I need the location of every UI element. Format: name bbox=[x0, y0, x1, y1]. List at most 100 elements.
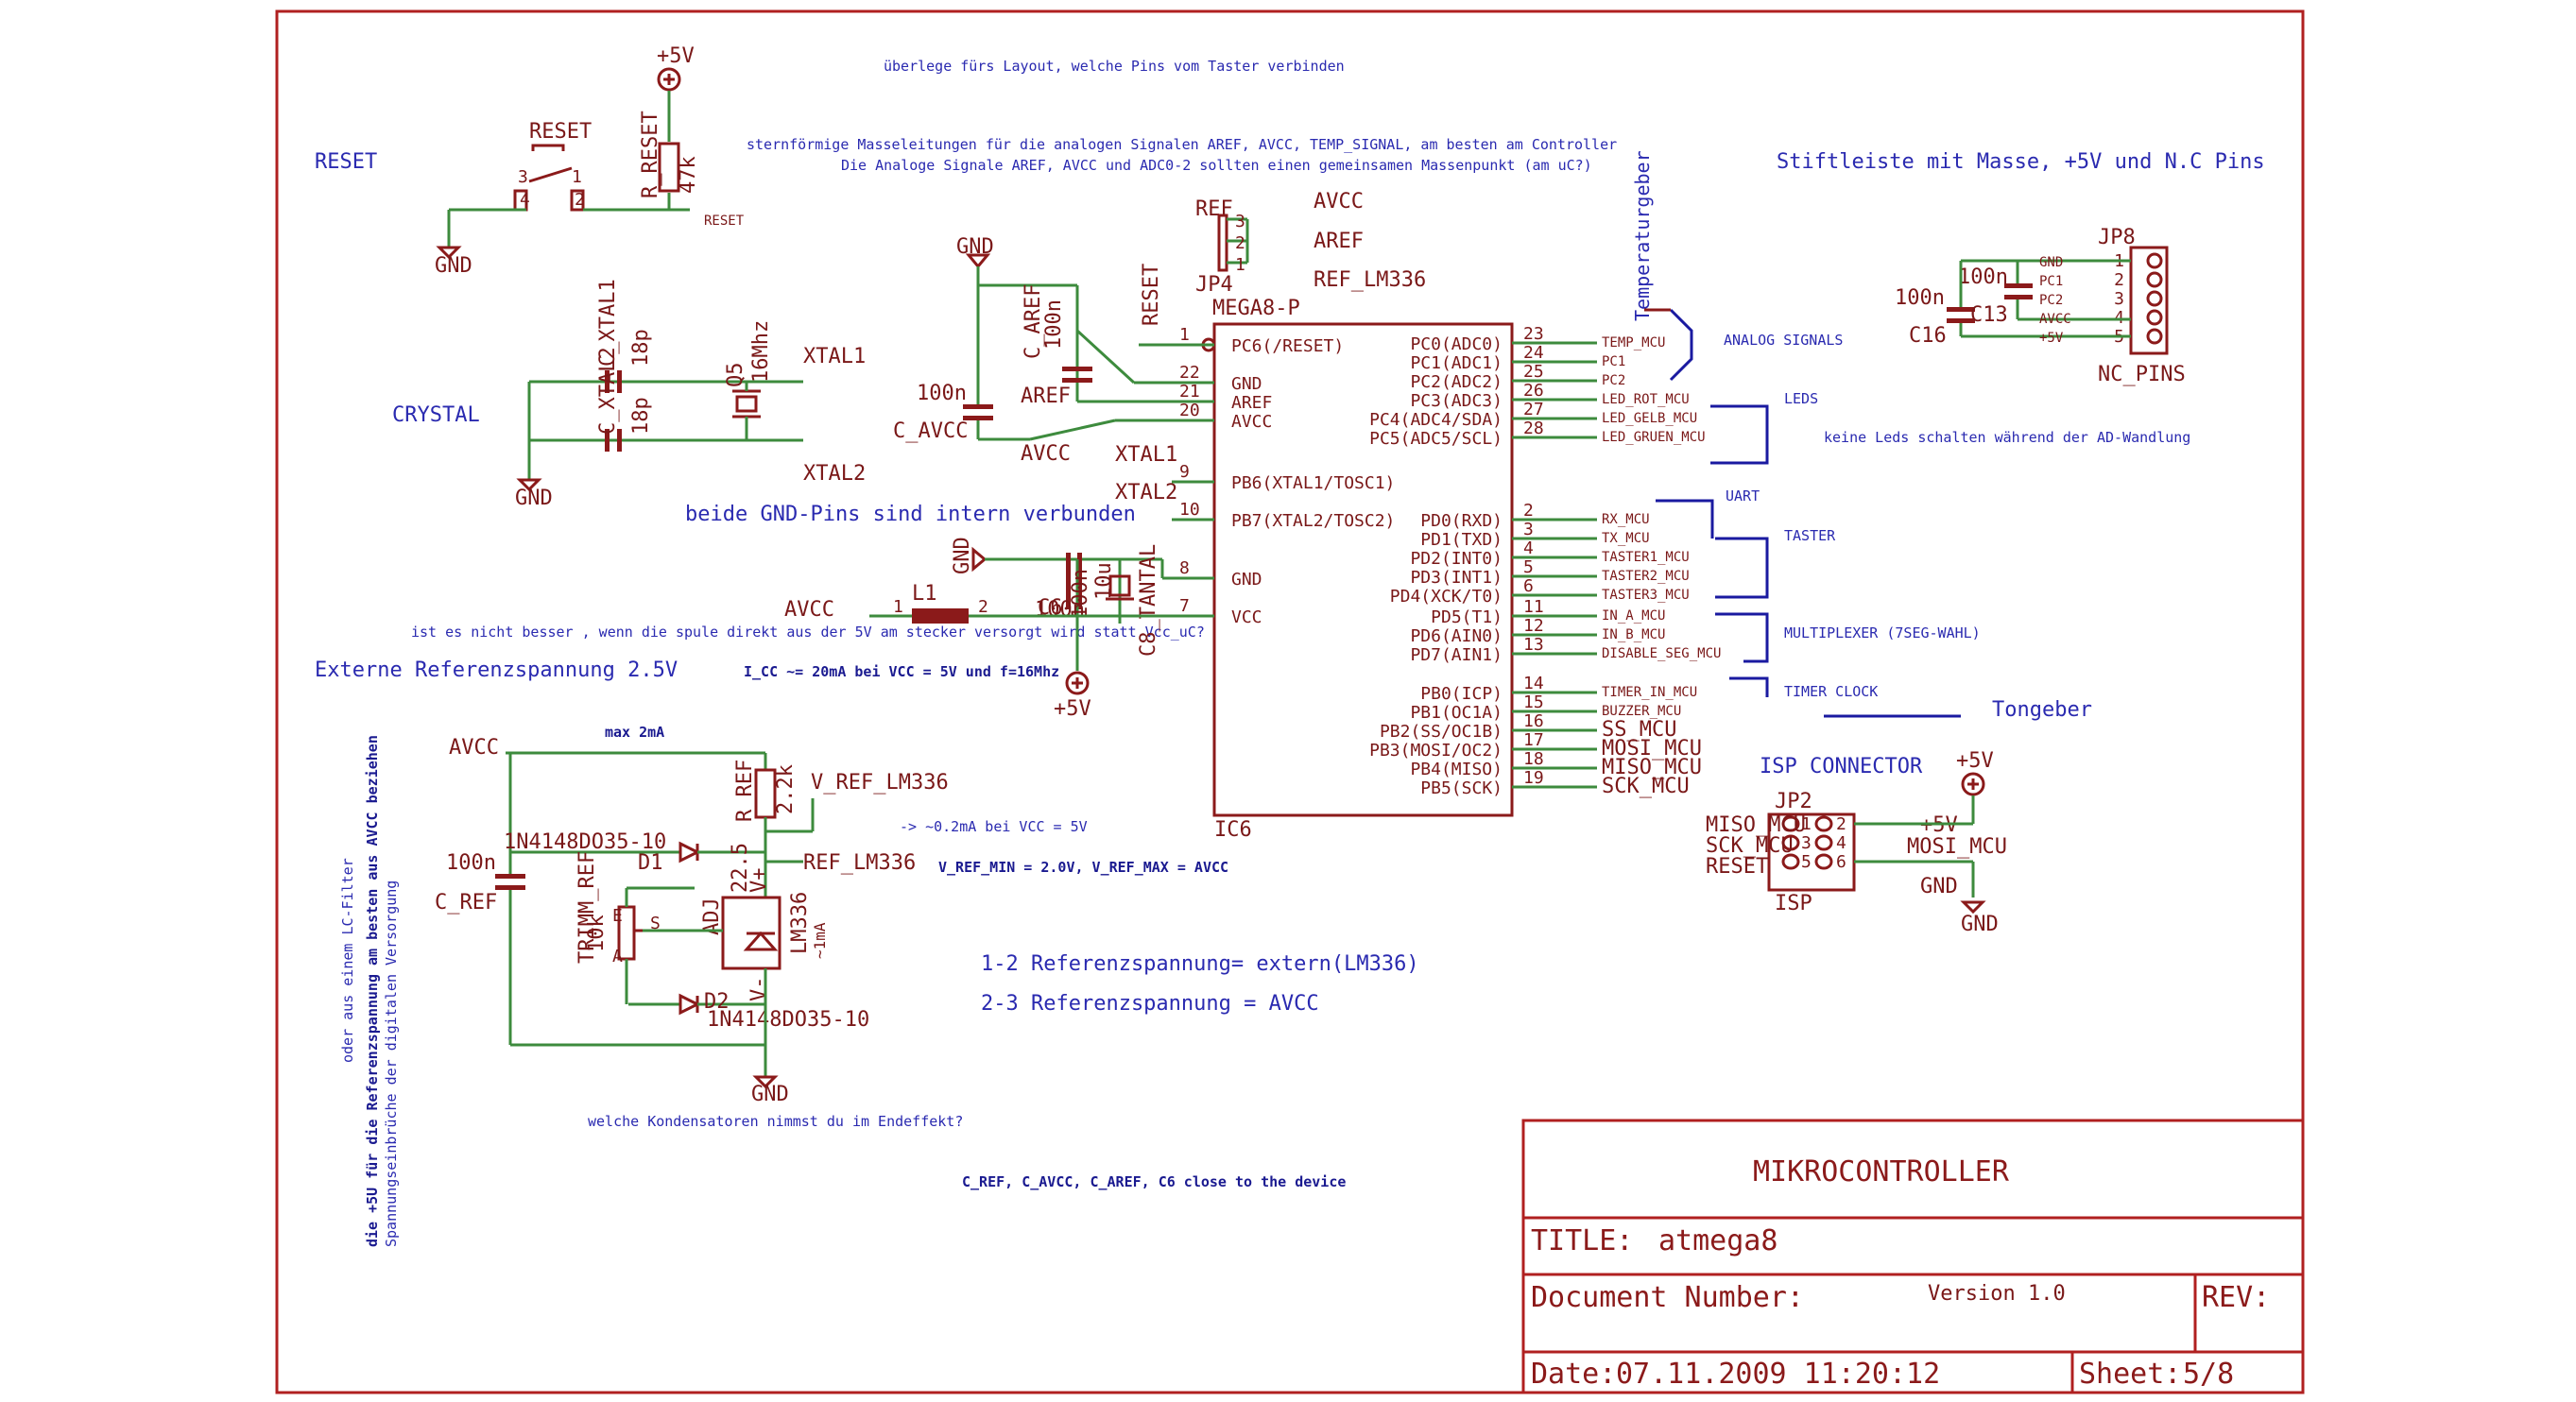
mega8-chip: MEGA8-P IC6 1PC6(/RESET)22GND21AREF20AVC… bbox=[1172, 297, 1721, 842]
chip-net-label: SCK_MCU bbox=[1602, 775, 1690, 798]
chip-pin-number: 28 bbox=[1523, 419, 1544, 438]
header-pin bbox=[2146, 328, 2163, 345]
chip-pin-name: PC6(/RESET) bbox=[1231, 336, 1344, 356]
c-xtal1-label: C_XTAL1 bbox=[596, 279, 620, 367]
vcc-gnd-label: GND bbox=[951, 537, 974, 574]
date-value: 07.11.2009 11:20:12 bbox=[1616, 1358, 1940, 1391]
chip-pin-name: PB1(OC1A) bbox=[1410, 703, 1503, 723]
r-ref-label: R_REF bbox=[733, 760, 757, 822]
isp-pin-number: 4 bbox=[1836, 833, 1846, 853]
isp-miso: MISO_MCU bbox=[1706, 813, 1806, 837]
note-ref12: 1-2 Referenzspannung= extern(LM336) bbox=[981, 952, 1419, 976]
chip-pin-number: 17 bbox=[1523, 730, 1544, 750]
chip-net-label: DISABLE_SEG_MCU bbox=[1602, 646, 1721, 661]
reset-switch-label: RESET bbox=[529, 120, 592, 144]
chip-pin-name: PB4(MISO) bbox=[1410, 760, 1503, 779]
v-ref-lm336-net: V_REF_LM336 bbox=[811, 771, 949, 795]
label-temperaturgeber: Temperaturgeber bbox=[1631, 150, 1654, 321]
chip-pin-name: AVCC bbox=[1231, 412, 1272, 432]
isp-pin-number: 6 bbox=[1836, 852, 1846, 872]
chip-net-label: TIMER_IN_MCU bbox=[1602, 685, 1697, 700]
chip-pin-name: PC1(ADC1) bbox=[1410, 353, 1503, 373]
lm336-225: 22.5 bbox=[729, 843, 752, 893]
isp-pin bbox=[1781, 815, 1800, 832]
chip-pin-number: 20 bbox=[1179, 401, 1200, 420]
chip-net-label: TASTER2_MCU bbox=[1602, 569, 1690, 584]
analog-decoupling: GND C_AREF 100n AREF 100n C_AVCC AVCC RE… bbox=[893, 235, 1210, 466]
chip-pin-number: 27 bbox=[1523, 400, 1544, 419]
q5-label: Q5 bbox=[724, 363, 747, 388]
jp4-ref-lm336: REF_LM336 bbox=[1314, 268, 1426, 292]
aref-net: AREF bbox=[1021, 385, 1071, 408]
chip-net-label: TEMP_MCU bbox=[1602, 335, 1665, 350]
chip-pin-name: GND bbox=[1231, 570, 1262, 590]
bus-uart: UART bbox=[1726, 487, 1760, 504]
c6-value: 100n bbox=[1069, 569, 1092, 619]
header-pin-number: 2 bbox=[2114, 270, 2124, 290]
title-value: atmega8 bbox=[1658, 1224, 1777, 1257]
svg-text:1: 1 bbox=[893, 597, 903, 617]
header-pin-number: 3 bbox=[2114, 289, 2124, 309]
svg-text:1: 1 bbox=[1235, 255, 1245, 275]
hdr-avcc: AVCC bbox=[2039, 312, 2071, 327]
jp4-label: JP4 bbox=[1195, 273, 1233, 297]
chip-net-label: IN_A_MCU bbox=[1602, 608, 1665, 624]
doc-number-label: Document Number: bbox=[1531, 1281, 1804, 1314]
note-vertical-3: Spannungseinbrüche der digitalen Versorg… bbox=[383, 881, 400, 1247]
chip-pin-name: PC0(ADC0) bbox=[1410, 334, 1503, 354]
chip-net-label: SS_MCU bbox=[1602, 718, 1676, 742]
header-pin bbox=[2146, 309, 2163, 326]
isp-5v-symbol-label: +5V bbox=[1956, 749, 1994, 773]
isp-pin bbox=[1781, 853, 1800, 870]
chip-net-label: MISO_MCU bbox=[1602, 756, 1702, 779]
chip-ref: IC6 bbox=[1214, 818, 1252, 842]
reset-5v-label: +5V bbox=[657, 44, 695, 68]
svg-text:2: 2 bbox=[575, 190, 585, 210]
note-vref-range: V_REF_MIN = 2.0V, V_REF_MAX = AVCC bbox=[938, 859, 1228, 876]
chip-net-label: RX_MCU bbox=[1602, 512, 1650, 527]
chip-pin-number: 3 bbox=[1523, 520, 1534, 539]
trimm-a: A bbox=[612, 947, 623, 966]
svg-text:2: 2 bbox=[978, 597, 988, 617]
chip-pin-number: 19 bbox=[1523, 768, 1544, 788]
c13-value: 100n bbox=[1958, 265, 2008, 289]
xtal1-net-chip: XTAL1 bbox=[1115, 443, 1177, 467]
chip-pin-name: PC3(ADC3) bbox=[1410, 391, 1503, 411]
chip-pin-number: 15 bbox=[1523, 692, 1544, 712]
title-block: MIKROCONTROLLER TITLE: atmega8 Document … bbox=[1521, 1119, 2305, 1394]
lm336-current: ~1mA bbox=[811, 922, 829, 959]
chip-pin-number: 8 bbox=[1179, 558, 1190, 578]
svg-text:1: 1 bbox=[572, 167, 582, 187]
chip-pin-name: PD4(XCK/T0) bbox=[1390, 587, 1503, 607]
note-icc: I_CC ~= 20mA bei VCC = 5V und f=16Mhz bbox=[744, 663, 1059, 680]
avcc-net: AVCC bbox=[1021, 442, 1071, 466]
title-label: TITLE: bbox=[1531, 1224, 1633, 1257]
chip-pin-name: PD3(INT1) bbox=[1410, 568, 1503, 588]
version-text: Version 1.0 bbox=[1928, 1282, 2066, 1306]
note-vertical-1: oder aus einem LC-Filter bbox=[339, 858, 356, 1063]
ref-lm336-net: REF_LM336 bbox=[803, 851, 916, 875]
chip-pin-number: 2 bbox=[1523, 501, 1534, 521]
jp4-avcc: AVCC bbox=[1314, 190, 1364, 214]
isp-mosi: MOSI_MCU bbox=[1907, 835, 2007, 859]
isp-pin bbox=[1814, 853, 1833, 870]
jp8-nc-pins: NC_PINS bbox=[2098, 363, 2186, 386]
chip-net-label: BUZZER_MCU bbox=[1602, 704, 1681, 719]
reset-net-label: RESET bbox=[704, 214, 745, 229]
chip-pin-number: 12 bbox=[1523, 616, 1544, 636]
note-ref-current: -> ~0.2mA bei VCC = 5V bbox=[900, 818, 1088, 835]
note-vertical-2: die +5U für die Referenzspannung am best… bbox=[364, 735, 381, 1247]
note-layout: überlege fürs Layout, welche Pins vom Ta… bbox=[884, 58, 1345, 75]
jp2-label: JP2 bbox=[1775, 790, 1812, 813]
crystal-gnd-label: GND bbox=[515, 487, 553, 510]
c8-value: 10u bbox=[1092, 562, 1116, 600]
xtal1-net-left: XTAL1 bbox=[803, 345, 866, 368]
chip-pin-name: PB2(SS/OC1B) bbox=[1380, 722, 1503, 742]
chip-left-pins: 1PC6(/RESET)22GND21AREF20AVCC9PB6(XTAL1/… bbox=[1172, 325, 1395, 627]
isp-pin-number: 2 bbox=[1836, 814, 1846, 834]
svg-text:3: 3 bbox=[518, 167, 528, 187]
reset-vertical-label: RESET bbox=[1140, 264, 1163, 326]
